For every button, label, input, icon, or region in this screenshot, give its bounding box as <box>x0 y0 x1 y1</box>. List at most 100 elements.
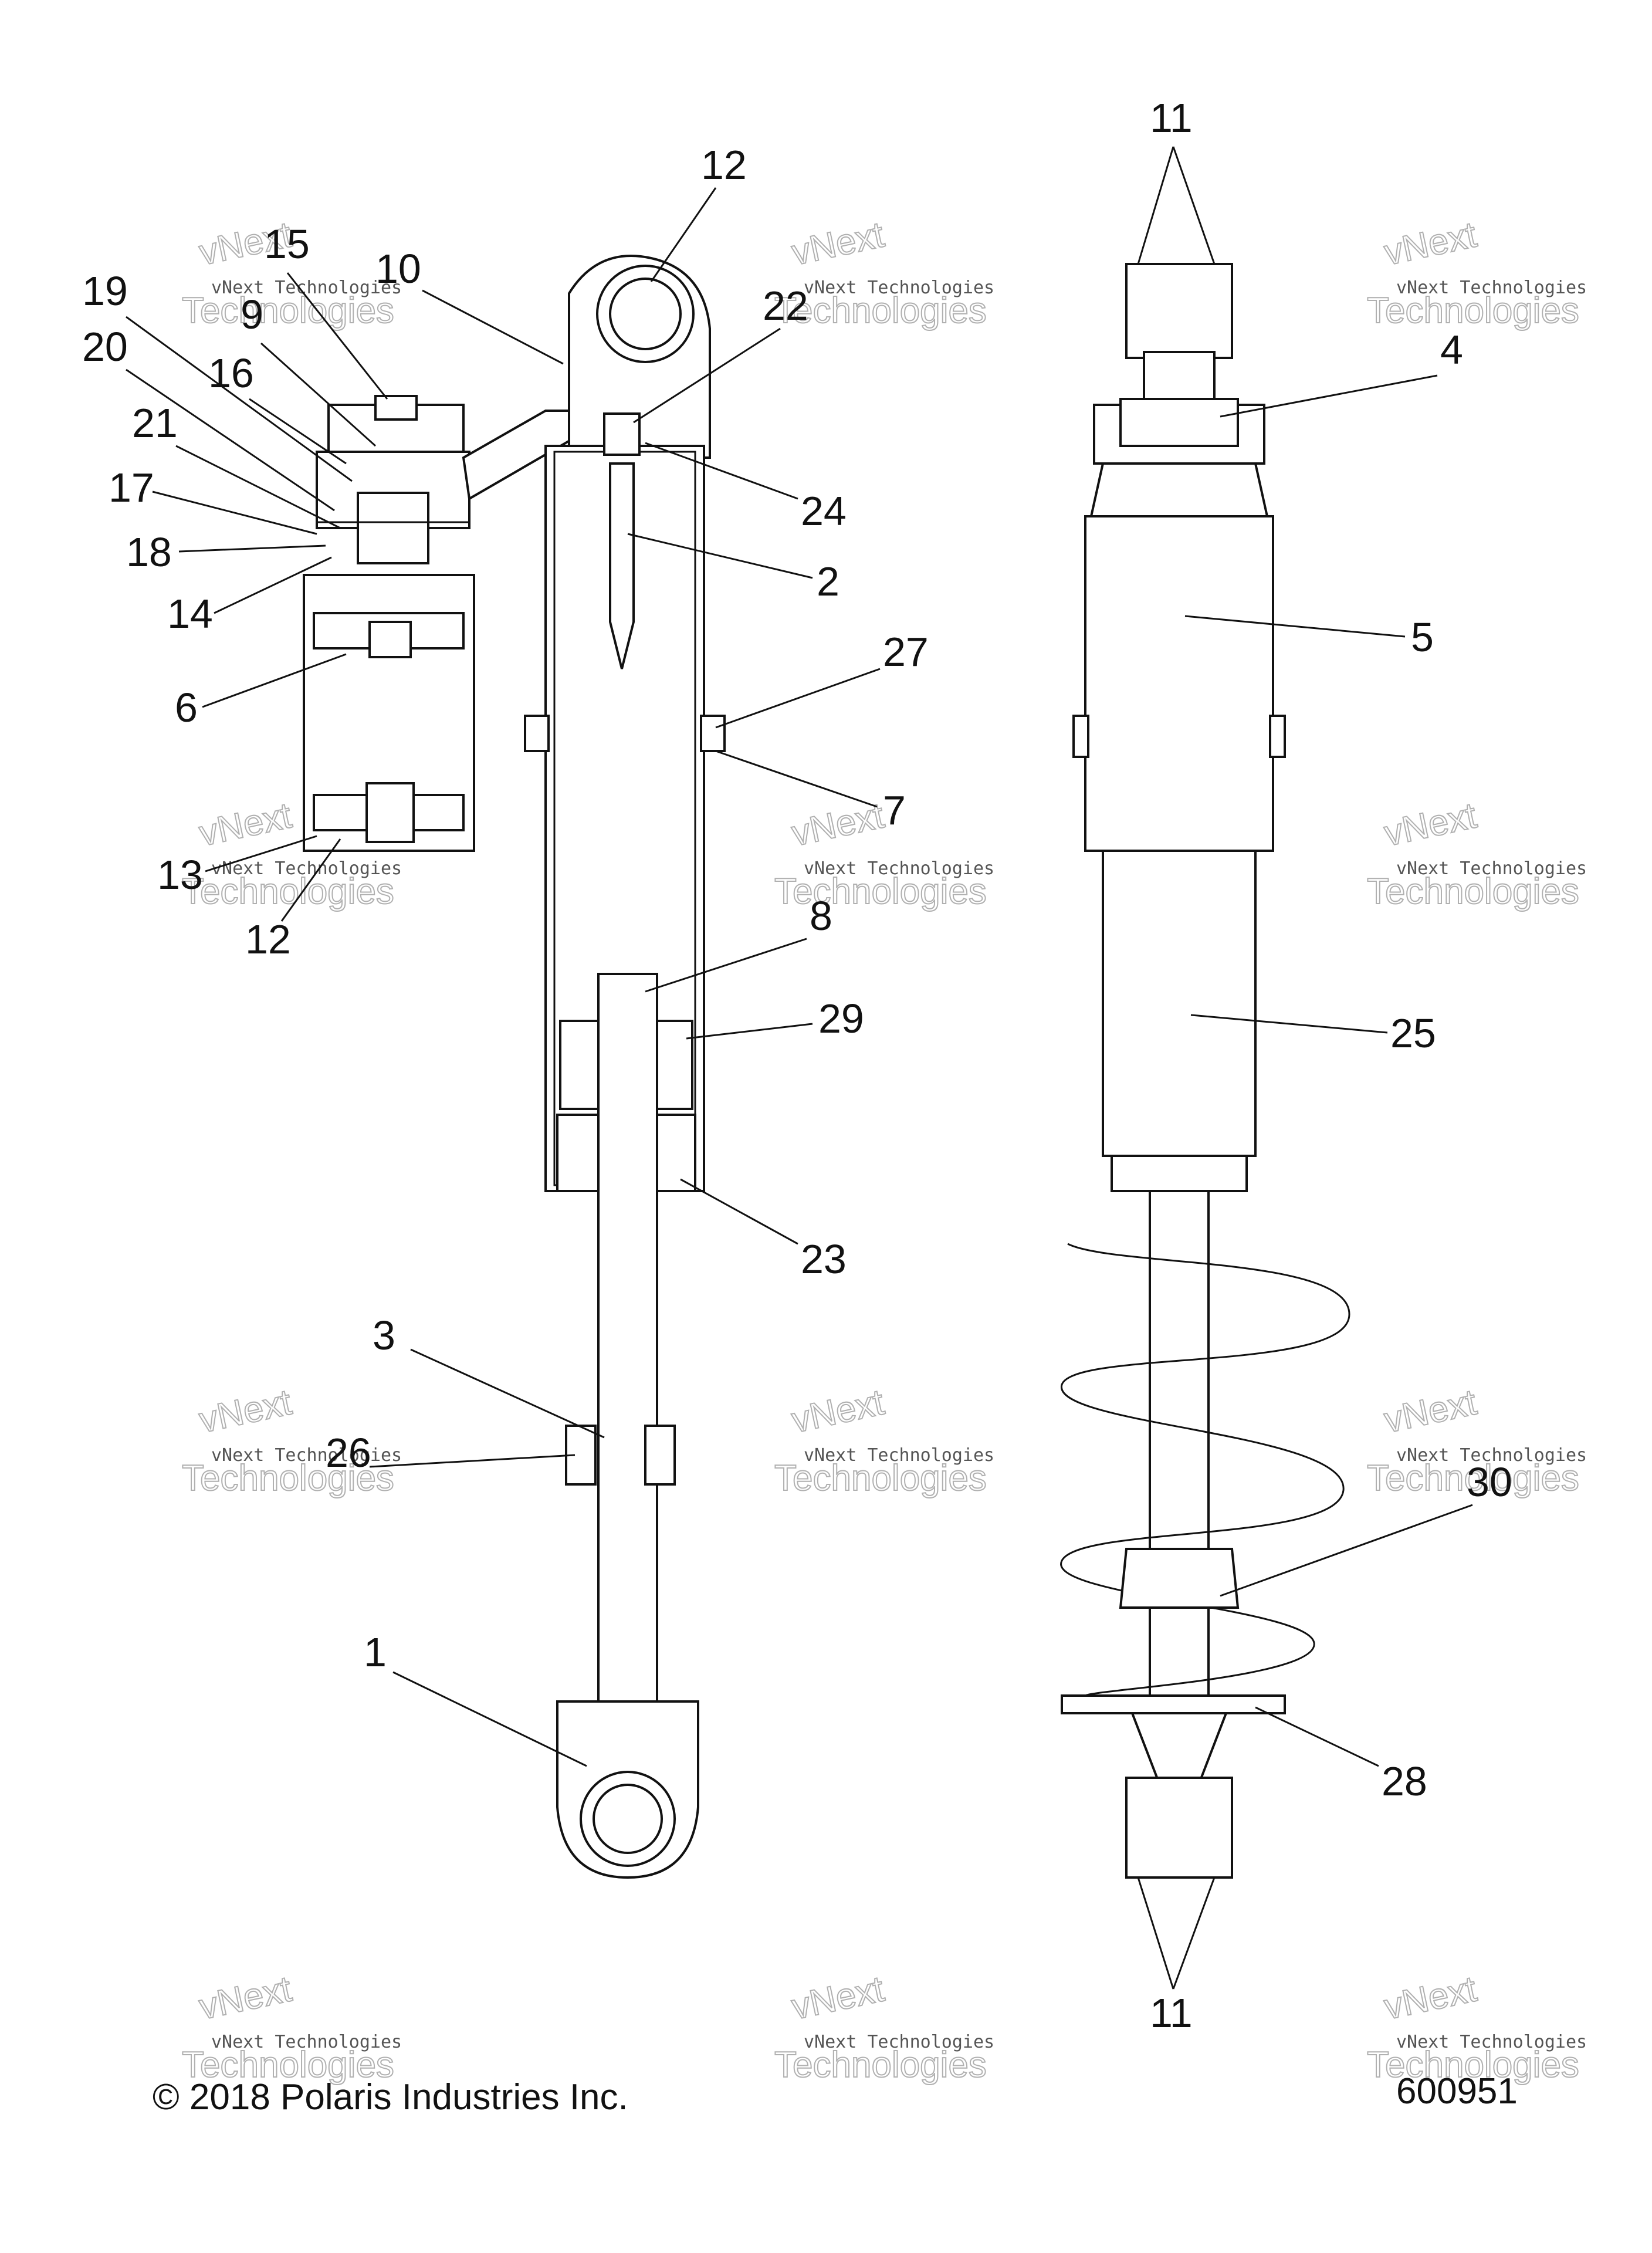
watermark-logo: vNext <box>1381 1968 1480 2027</box>
callout-18: 17 <box>109 465 154 510</box>
callout-3: 3 <box>373 1312 395 1358</box>
watermark-logo: Technologies <box>1367 1458 1579 1498</box>
callout-10: 10 <box>375 246 421 292</box>
bump-stop-right <box>644 1425 676 1486</box>
leader-19 <box>178 544 326 553</box>
bottom-bushing-bore <box>593 1784 663 1854</box>
bump-stop-left <box>565 1425 597 1486</box>
callout-7: 7 <box>883 787 906 833</box>
watermark-logo: vNext <box>1381 1382 1480 1440</box>
leader-1 <box>392 1671 587 1767</box>
callout-24: 23 <box>801 1236 847 1282</box>
adjuster-knob <box>374 395 418 421</box>
leader-11 <box>1172 146 1216 265</box>
leader-6 <box>202 653 347 708</box>
callouts: 11 11 12 10 15 19 9 20 16 21 17 18 <box>82 95 1512 2036</box>
watermark-text: vNext Technologies <box>211 278 402 298</box>
callout-17: 16 <box>208 350 254 396</box>
watermark-text: vNext Technologies <box>211 858 402 879</box>
ring-left <box>1072 715 1089 758</box>
leader-27 <box>369 1454 576 1468</box>
watermark-text: vNext Technologies <box>1396 1445 1587 1466</box>
callout-21: 20 <box>82 324 128 370</box>
leader-21 <box>126 368 335 512</box>
callout-15: 14 <box>167 591 213 637</box>
ifp-center <box>368 621 412 658</box>
leader-11 <box>1137 146 1174 265</box>
callout-16: 15 <box>264 221 310 267</box>
watermark-logo: vNext <box>788 214 888 273</box>
bleed-screw <box>603 412 641 456</box>
top-bushing-bore <box>609 278 682 350</box>
callout-9: 9 <box>241 292 263 337</box>
watermark-logo: Technologies <box>182 2045 394 2085</box>
leader-11 <box>1137 1877 1174 1990</box>
callout-31: 30 <box>1467 1459 1512 1505</box>
collar-right <box>700 715 726 752</box>
watermark-logo: vNext <box>1381 795 1480 854</box>
callout-6: 6 <box>175 685 198 730</box>
callout-23: 22 <box>763 283 808 329</box>
shaft <box>597 973 658 1726</box>
callout-28: 27 <box>883 629 929 675</box>
leader-24 <box>680 1178 798 1245</box>
watermark-logo: Technologies <box>182 871 394 912</box>
leader-25 <box>645 442 798 500</box>
watermark-logo: Technologies <box>1367 2045 1579 2085</box>
callout-5: 5 <box>1411 614 1434 660</box>
leader-15 <box>214 556 332 614</box>
preload-ring <box>1119 398 1239 447</box>
sleeve-end <box>1111 1155 1248 1192</box>
shock-body-cutaway <box>524 255 726 1879</box>
top-clevis <box>1125 263 1233 359</box>
watermark-text: vNext Technologies <box>1396 858 1587 879</box>
callout-25: 24 <box>801 488 847 534</box>
coil-spring <box>1060 1243 1350 1697</box>
callout-11: 11 <box>1150 95 1193 141</box>
leader-14 <box>205 835 317 872</box>
callout-11: 11 <box>1150 1990 1193 2036</box>
watermark-text: vNext Technologies <box>1396 2032 1587 2052</box>
leader-22 <box>175 445 341 529</box>
leader-16 <box>286 272 388 400</box>
leader-18 <box>152 490 317 535</box>
callout-2: 2 <box>817 559 839 604</box>
leader-31 <box>1220 1504 1473 1597</box>
leader-30 <box>686 1023 813 1040</box>
leader-7 <box>715 750 878 808</box>
watermark-text: vNext Technologies <box>804 1445 994 1466</box>
leader-17 <box>249 398 347 465</box>
leader-2 <box>627 533 813 579</box>
lower-sleeve <box>1102 850 1257 1157</box>
watermark-text: vNext Technologies <box>804 2032 994 2052</box>
leader-26 <box>1190 1014 1388 1034</box>
callout-19: 18 <box>126 529 172 575</box>
callout-26: 25 <box>1390 1010 1436 1056</box>
reservoir-assembly <box>303 395 582 852</box>
bleed-needle <box>609 462 635 669</box>
leader-13 <box>280 838 341 922</box>
leader-9 <box>260 342 377 447</box>
watermark-logo: Technologies <box>774 1458 987 1498</box>
watermark-logo: Technologies <box>1367 290 1579 331</box>
callout-8: 8 <box>810 893 832 939</box>
leader-5 <box>1184 615 1406 638</box>
watermark-text: vNext Technologies <box>211 1445 402 1466</box>
callout-29: 28 <box>1382 1758 1427 1804</box>
lower-spring-retainer <box>1061 1694 1286 1714</box>
leader-4 <box>1220 374 1438 418</box>
callout-27: 26 <box>326 1430 371 1476</box>
spring-seat <box>1119 1548 1240 1609</box>
valve-piston <box>357 492 429 564</box>
external-shaft <box>1149 1190 1210 1732</box>
watermark-logo: Technologies <box>1367 871 1579 912</box>
watermark-text: vNext Technologies <box>804 278 994 298</box>
copyright-text: © 2018 Polaris Industries Inc. <box>153 2077 628 2117</box>
leader-23 <box>633 327 781 424</box>
callout-20: 19 <box>82 268 128 314</box>
callout-1: 1 <box>364 1629 387 1675</box>
leader-3 <box>410 1348 605 1439</box>
bottom-clevis <box>1125 1777 1233 1879</box>
ring-right <box>1269 715 1286 758</box>
